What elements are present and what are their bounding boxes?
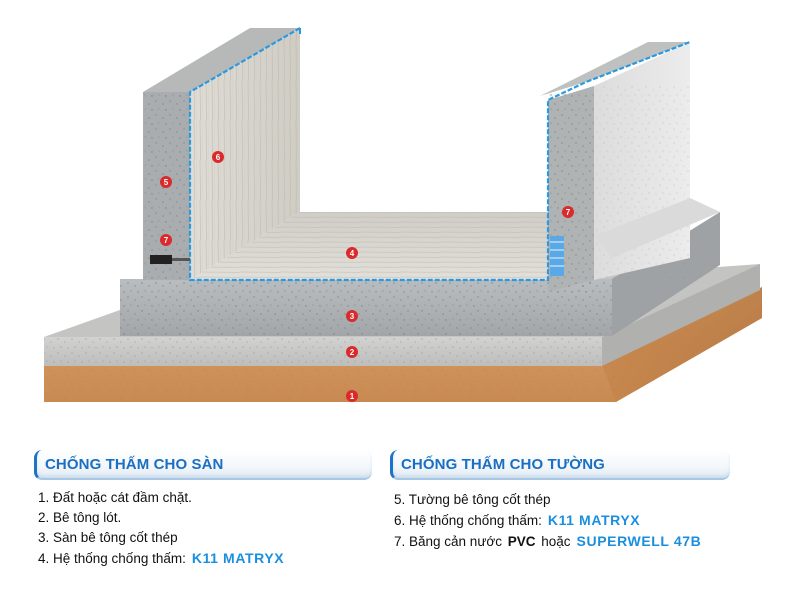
svg-text:5: 5	[164, 178, 169, 187]
svg-text:1: 1	[350, 392, 355, 401]
interior-floor	[190, 212, 548, 280]
marker-5: 5	[160, 176, 172, 188]
floor-legend-title: CHỐNG THẤM CHO SÀN	[34, 450, 372, 480]
marker-4: 4	[346, 247, 358, 259]
svg-text:2: 2	[350, 348, 355, 357]
svg-text:6: 6	[216, 153, 221, 162]
pvc-label: PVC	[507, 534, 536, 549]
svg-text:3: 3	[350, 312, 355, 321]
waterproofing-membrane	[188, 27, 691, 282]
right-wall	[540, 42, 720, 292]
waterproofing-diagram: 1 2 3 4 5 6 7 7	[44, 27, 762, 402]
marker-7-right: 7	[562, 206, 574, 218]
marker-6: 6	[212, 151, 224, 163]
list-item: 6. Hệ thống chống thấm:K11 MATRYX	[394, 512, 641, 528]
marker-2: 2	[346, 346, 358, 358]
floor-legend-list: 1. Đất hoặc cát đầm chặt. 2. Bê tông lót…	[34, 480, 372, 569]
wall-legend-list: 5. Tường bê tông cốt thép 6. Hệ thống ch…	[390, 480, 730, 552]
list-item: 3. Sàn bê tông cốt thép	[38, 530, 178, 545]
marker-3: 3	[346, 310, 358, 322]
list-item: 4. Hệ thống chống thấm:K11 MATRYX	[38, 550, 285, 566]
marker-1: 1	[346, 390, 358, 402]
pvc-waterstop-icon	[150, 255, 190, 264]
list-item: 5. Tường bê tông cốt thép	[394, 492, 551, 507]
brand-label: SUPERWELL 47B	[576, 533, 702, 549]
list-item: 2. Bê tông lót.	[38, 510, 122, 525]
floor-legend: CHỐNG THẤM CHO SÀN 1. Đất hoặc cát đầm c…	[34, 450, 372, 569]
left-wall-inner-face	[190, 28, 300, 280]
svg-text:7: 7	[566, 208, 571, 217]
svg-text:7: 7	[164, 236, 169, 245]
list-item: 1. Đất hoặc cát đầm chặt.	[38, 490, 192, 505]
wall-legend-title: CHỐNG THẤM CHO TƯỜNG	[390, 450, 730, 480]
marker-7-left: 7	[160, 234, 172, 246]
wall-legend: CHỐNG THẤM CHO TƯỜNG 5. Tường bê tông cố…	[390, 450, 730, 552]
brand-label: K11 MATRYX	[191, 550, 285, 566]
soil-layer	[44, 287, 762, 402]
brand-label: K11 MATRYX	[547, 512, 641, 528]
superwell-waterstop-icon	[550, 236, 564, 276]
svg-text:4: 4	[350, 249, 355, 258]
